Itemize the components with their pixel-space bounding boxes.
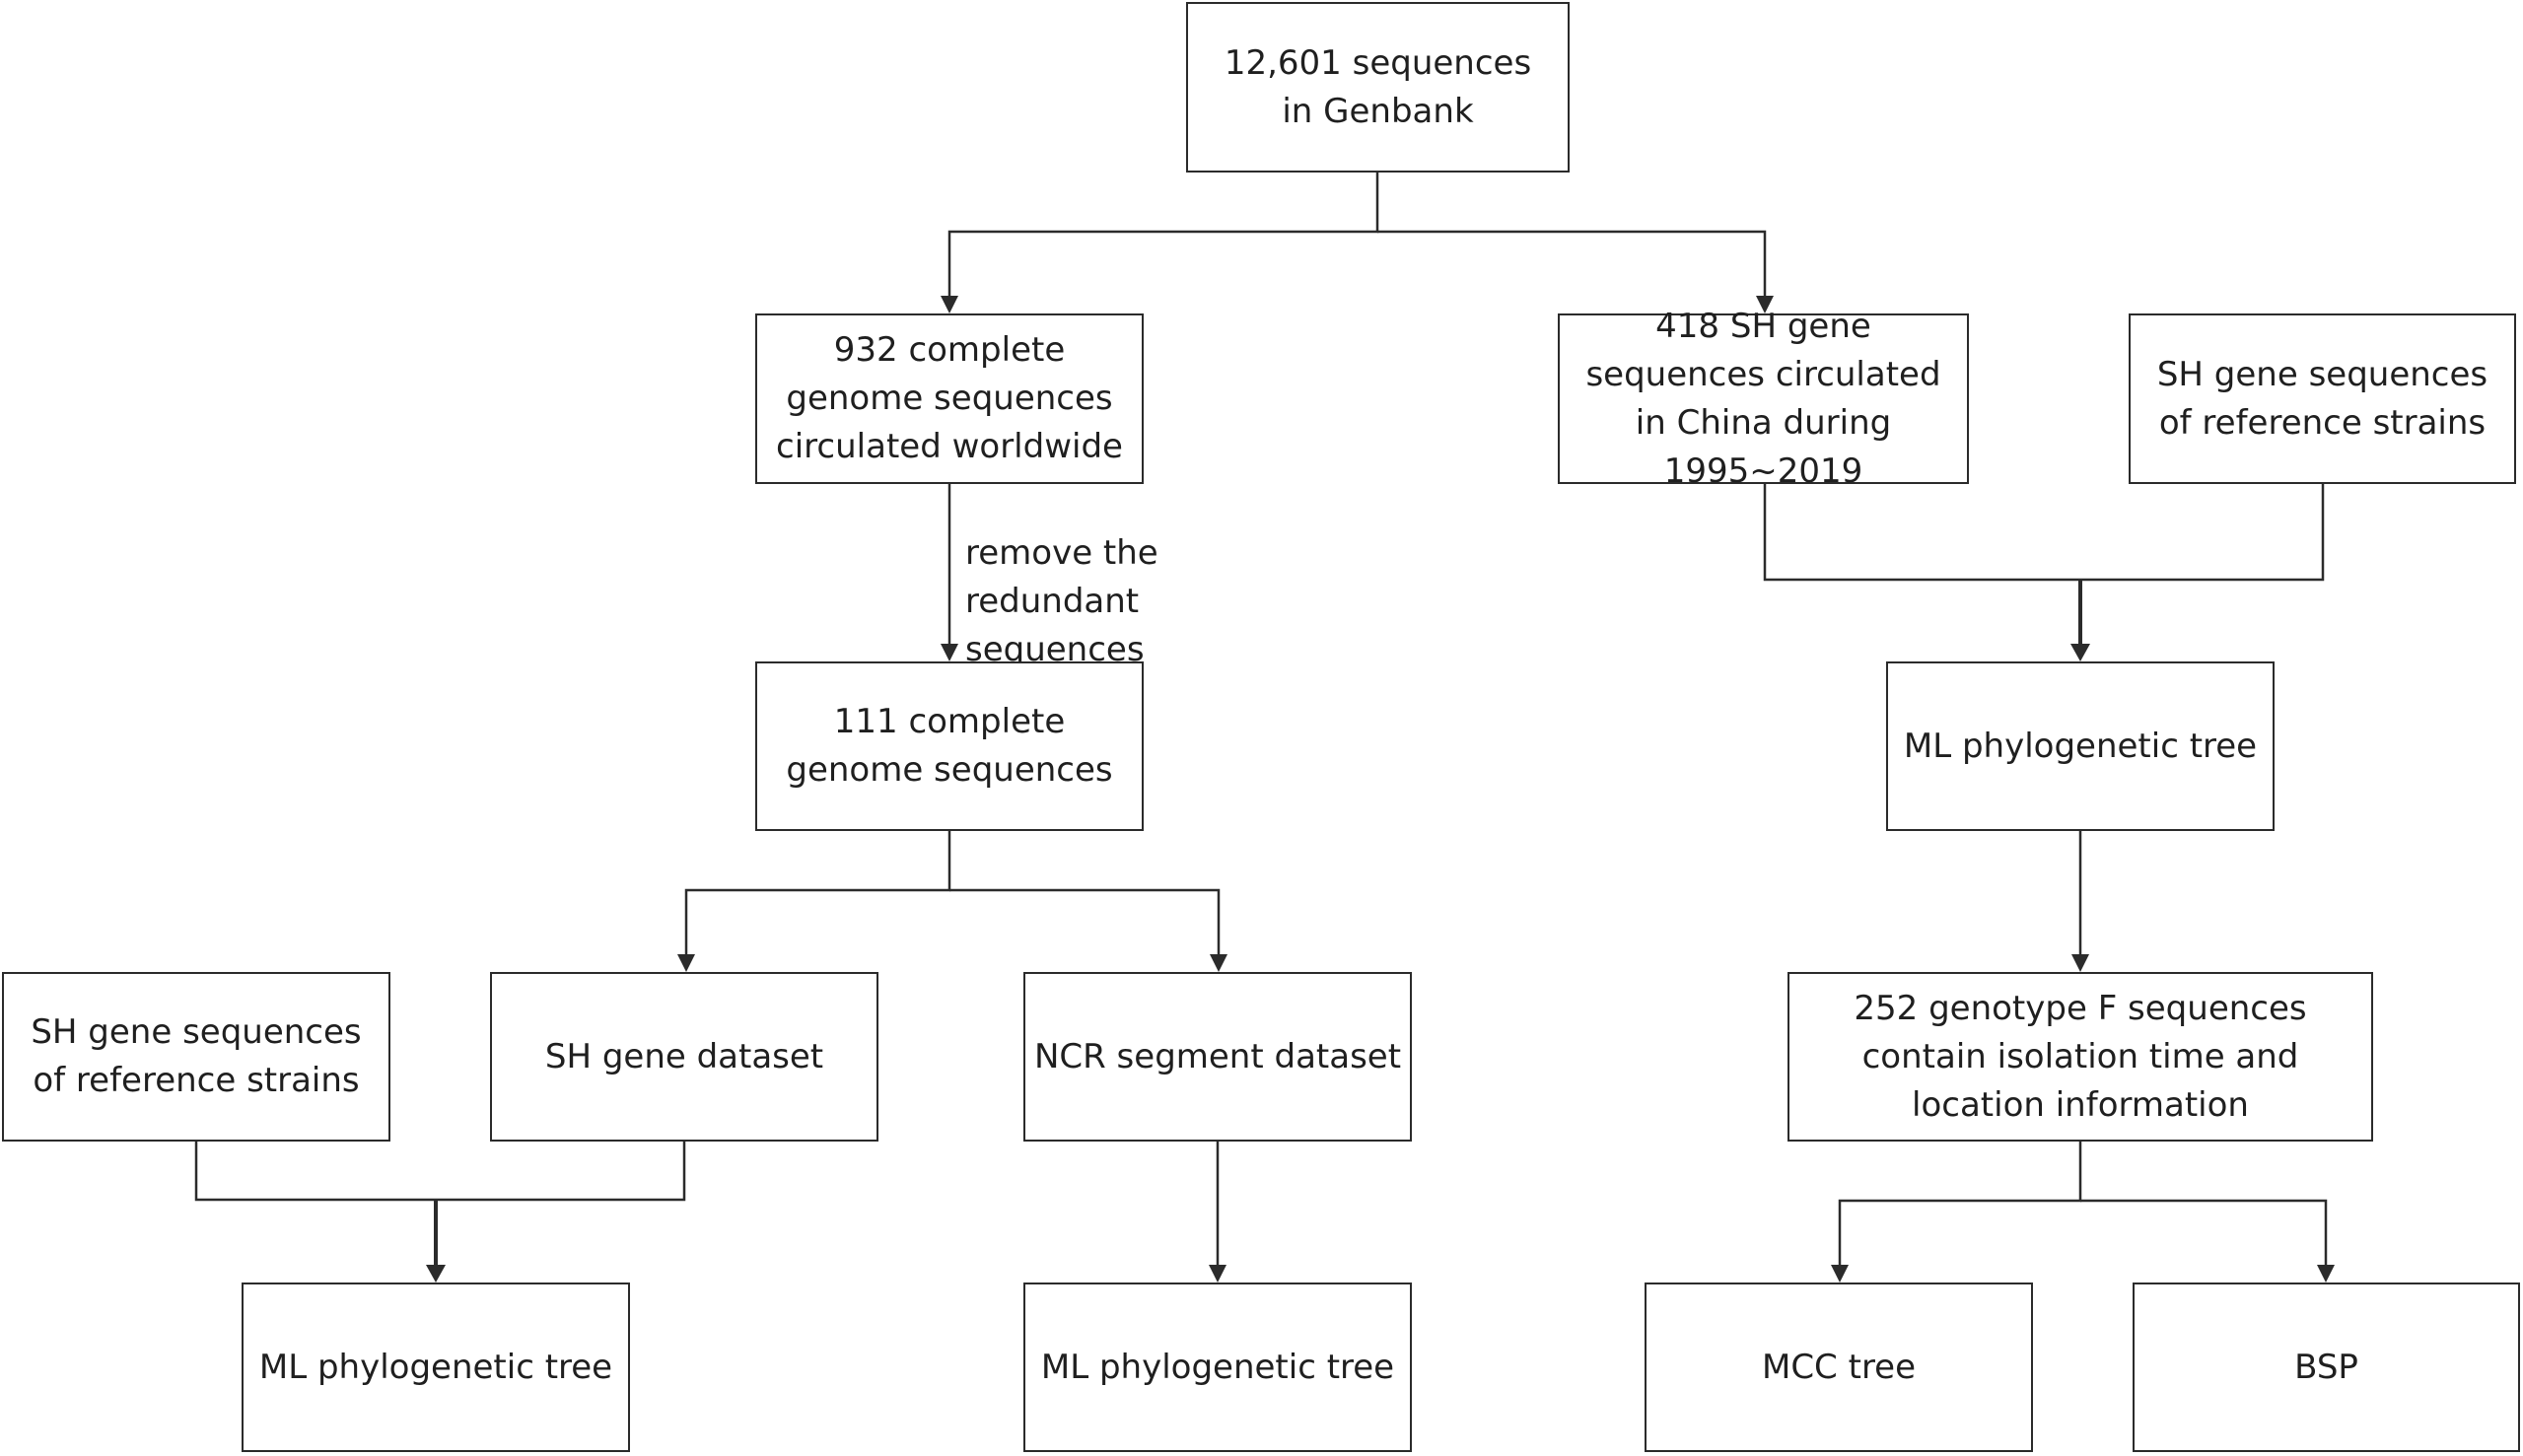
node-sh-reference-left: SH gene sequences of reference strains — [2, 972, 390, 1142]
arrowhead — [941, 644, 958, 661]
node-genotype-f: 252 genotype F sequences contain isolati… — [1787, 972, 2373, 1142]
edge-label-remove-redundant: remove the redundant sequences — [965, 533, 1158, 669]
arrowhead — [426, 1265, 446, 1283]
arrowhead — [1831, 1265, 1849, 1283]
connector-sh-dataset-merge — [194, 1142, 686, 1202]
connector-111-to-ncr — [949, 888, 1221, 956]
node-sh-reference-right: SH gene sequences of reference strains — [2129, 313, 2516, 484]
node-sh-gene-china: 418 SH gene sequences circulated in Chin… — [1558, 307, 1969, 491]
arrowhead — [1210, 954, 1227, 972]
node-ml-tree-left: ML phylogenetic tree — [242, 1283, 630, 1452]
node-sh-gene-dataset: SH gene dataset — [490, 972, 878, 1142]
connector-genbank-to-sh-china — [1377, 230, 1767, 298]
node-ncr-segment-dataset: NCR segment dataset — [1023, 972, 1412, 1142]
node-111-complete-genome: 111 complete genome sequences — [755, 661, 1144, 831]
arrowhead — [2317, 1265, 2335, 1283]
arrowhead — [1756, 296, 1774, 313]
node-ml-tree-right: ML phylogenetic tree — [1886, 661, 2275, 831]
connector-sh-china-merge — [1763, 484, 2325, 582]
arrowhead — [2071, 954, 2089, 972]
node-genbank: 12,601 sequences in Genbank — [1186, 2, 1570, 173]
arrowhead — [1209, 1265, 1226, 1283]
connector-genbank-split — [947, 173, 1379, 298]
connector-genotype-f-to-bsp — [2080, 1199, 2328, 1267]
node-complete-genome-worldwide: 932 complete genome sequences circulated… — [755, 313, 1144, 484]
node-bsp: BSP — [2133, 1283, 2520, 1452]
arrowhead — [2070, 644, 2090, 661]
connector-genotype-f-split — [1838, 1142, 2082, 1267]
connector-111-split — [684, 831, 951, 956]
node-ml-tree-middle: ML phylogenetic tree — [1023, 1283, 1412, 1452]
arrowhead — [677, 954, 695, 972]
node-mcc-tree: MCC tree — [1645, 1283, 2033, 1452]
arrowhead — [941, 296, 958, 313]
